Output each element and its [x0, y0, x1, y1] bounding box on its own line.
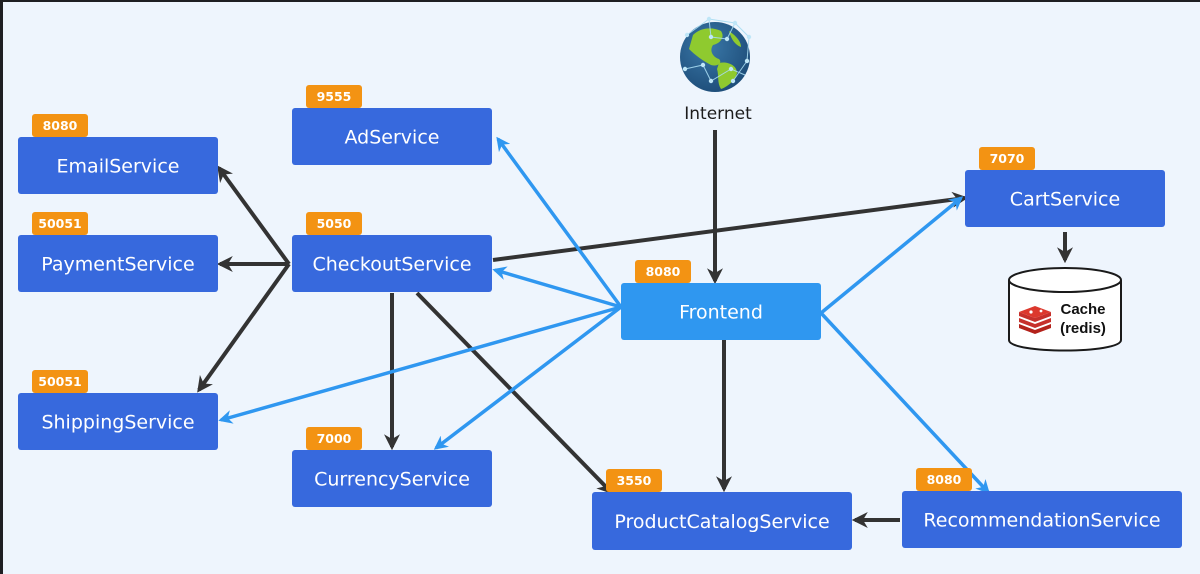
- port-badge: [979, 147, 1035, 170]
- service-node-email: EmailService 8080: [18, 114, 218, 194]
- edge-checkout-to-email: [217, 165, 291, 266]
- service-box: [292, 235, 492, 292]
- service-box: [18, 393, 218, 450]
- port-badge: [635, 260, 691, 283]
- cache-node: Cache (redis): [1008, 267, 1122, 352]
- service-name: ProductCatalogService: [614, 511, 829, 533]
- service-name: PaymentService: [41, 254, 194, 276]
- port-number: 7070: [990, 151, 1025, 166]
- edge-frontend-to-shipping: [218, 305, 622, 424]
- port-number: 7000: [317, 431, 352, 446]
- port-number: 9555: [317, 89, 352, 104]
- port-badge: [32, 114, 88, 137]
- service-node-productcatalog: ProductCatalogService 3550: [592, 469, 852, 550]
- service-name: EmailService: [57, 156, 180, 178]
- port-number: 50051: [38, 216, 82, 231]
- service-box: [292, 450, 492, 507]
- service-name: CurrencyService: [314, 469, 470, 491]
- service-node-recommendation: RecommendationService 8080: [902, 468, 1182, 548]
- globe-network-icon: [680, 16, 752, 92]
- port-number: 50051: [38, 374, 82, 389]
- cache-label-line1: Cache: [1060, 301, 1105, 318]
- service-name: AdService: [345, 127, 440, 149]
- port-badge: [306, 427, 362, 450]
- diagram-svg: Internet Cache (redis) EmailService8080P…: [18, 16, 1182, 550]
- edge-frontend-to-cart: [819, 196, 964, 315]
- service-node-payment: PaymentService 50051: [18, 212, 218, 292]
- edge-frontend-to-currency: [433, 305, 623, 450]
- edge-checkout-to-cart: [492, 191, 969, 262]
- edge-frontend-to-checkout: [492, 266, 622, 309]
- service-name: Frontend: [679, 302, 763, 324]
- port-number: 3550: [617, 473, 652, 488]
- service-node-currency: CurrencyService 7000: [292, 427, 492, 507]
- service-box: [902, 491, 1182, 548]
- service-name: CheckoutService: [312, 254, 471, 276]
- port-number: 5050: [317, 216, 352, 231]
- edge-checkout-to-shipping: [197, 262, 291, 393]
- port-number: 8080: [646, 264, 681, 279]
- service-node-checkout: CheckoutService 5050: [292, 212, 492, 292]
- cache-label-line2: (redis): [1060, 320, 1106, 337]
- service-name: RecommendationService: [923, 510, 1160, 532]
- edge-frontend-to-recommendation: [819, 311, 990, 495]
- internet-node: Internet: [680, 16, 752, 124]
- service-box: [592, 492, 852, 550]
- port-badge: [32, 212, 88, 235]
- service-box: [621, 283, 821, 340]
- internet-label: Internet: [684, 104, 752, 124]
- port-badge: [306, 85, 362, 108]
- port-badge: [606, 469, 662, 492]
- service-box: [18, 235, 218, 292]
- service-node-cart: CartService 7070: [965, 147, 1165, 227]
- port-badge: [32, 370, 88, 393]
- nodes-layer: EmailService8080PaymentService50051Shipp…: [18, 85, 1182, 550]
- edge-checkout-to-productcatalog: [415, 291, 614, 495]
- port-number: 8080: [927, 472, 962, 487]
- redis-logo-icon: [1019, 306, 1051, 334]
- edges-layer: [197, 130, 1073, 528]
- service-node-ad: AdService 9555: [292, 85, 492, 165]
- edge-frontend-to-ad: [496, 136, 623, 309]
- port-number: 8080: [43, 118, 78, 133]
- service-box: [18, 137, 218, 194]
- service-node-shipping: ShippingService 50051: [18, 370, 218, 450]
- service-box: [292, 108, 492, 165]
- port-badge: [916, 468, 972, 491]
- port-badge: [306, 212, 362, 235]
- service-name: ShippingService: [41, 412, 194, 434]
- service-box: [965, 170, 1165, 227]
- service-name: CartService: [1010, 189, 1120, 211]
- service-node-frontend: Frontend 8080: [621, 260, 821, 340]
